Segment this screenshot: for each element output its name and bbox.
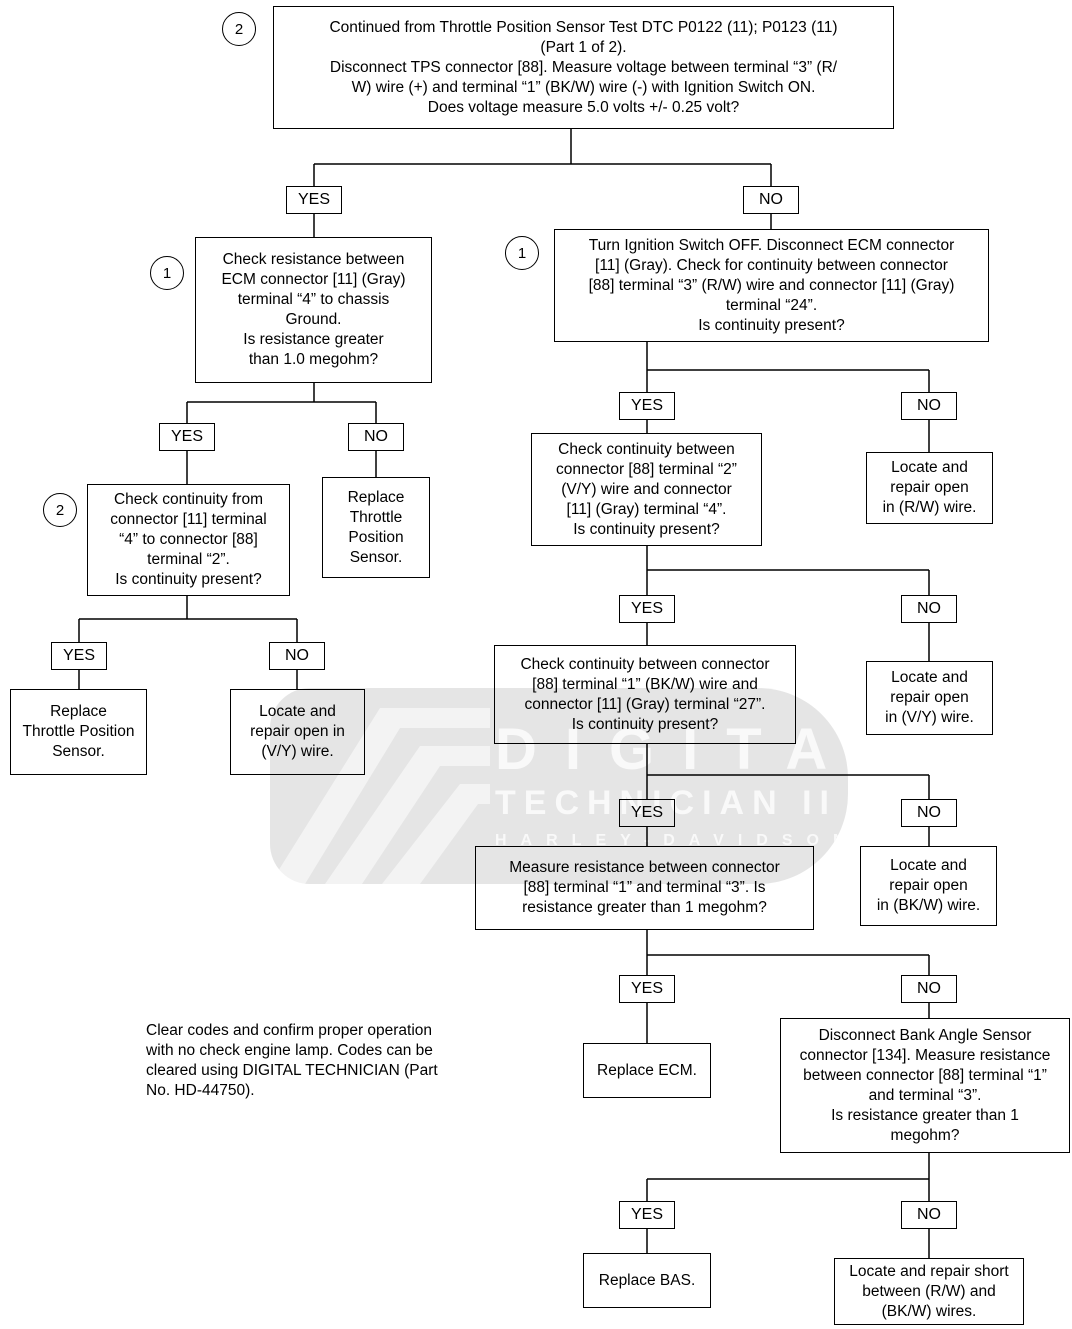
check-continuity-11-88-box: Check continuity from connector [11] ter…: [87, 484, 290, 596]
yes-label-resistance-measure: YES: [619, 975, 675, 1003]
turn-ignition-off-box: Turn Ignition Switch OFF. Disconnect ECM…: [554, 229, 989, 342]
no-label-ignition: NO: [901, 392, 957, 420]
replace-bas-box: Replace BAS.: [583, 1253, 711, 1308]
repair-vy-left-box: Locate and repair open in (V/Y) wire.: [230, 689, 365, 775]
repair-short-box: Locate and repair short between (R/W) an…: [834, 1258, 1024, 1325]
yes-label-vy: YES: [619, 595, 675, 623]
check-resistance-ecm-box: Check resistance between ECM connector […: [195, 237, 432, 383]
measure-resistance-box: Measure resistance between connector [88…: [475, 846, 814, 930]
disconnect-bas-box: Disconnect Bank Angle Sensor connector […: [780, 1018, 1070, 1153]
replace-ecm-box: Replace ECM.: [583, 1043, 711, 1098]
check-continuity-vy-box: Check continuity between connector [88] …: [531, 433, 762, 546]
watermark-line-2: TECHNICIAN II: [495, 784, 837, 822]
no-label-resistance: NO: [348, 423, 404, 451]
no-label-continuity-left: NO: [269, 642, 325, 670]
step-circle-top: 2: [222, 12, 256, 46]
no-label-resistance-measure: NO: [901, 975, 957, 1003]
yes-label-bas: YES: [619, 1201, 675, 1229]
step-circle-no-branch: 1: [505, 236, 539, 270]
no-label-first: NO: [743, 186, 799, 214]
replace-tps-box-long: Replace Throttle Position Sensor.: [10, 689, 147, 775]
repair-bkw-box: Locate and repair open in (BK/W) wire.: [860, 846, 997, 926]
yes-label-first: YES: [286, 186, 342, 214]
watermark-line-3: HARLEY-DAVIDSON: [495, 832, 848, 849]
repair-rw-box: Locate and repair open in (R/W) wire.: [866, 452, 993, 524]
yes-label-continuity-left: YES: [51, 642, 107, 670]
watermark-logo: DIGITAL TECHNICIAN II HARLEY-DAVIDSON: [270, 688, 848, 884]
clear-codes-note: Clear codes and confirm proper operation…: [146, 1022, 438, 1099]
replace-tps-box-short: Replace Throttle Position Sensor.: [322, 477, 430, 578]
step-circle-continuity-check: 2: [43, 493, 77, 527]
check-continuity-bkw-box: Check continuity between connector [88] …: [494, 645, 796, 744]
watermark-stripe-graphic: [270, 708, 490, 884]
step-circle-yes-branch: 1: [150, 256, 184, 290]
yes-label-ignition: YES: [619, 392, 675, 420]
watermark-line-1: DIGITAL: [495, 717, 848, 782]
no-label-vy: NO: [901, 595, 957, 623]
start-box: Continued from Throttle Position Sensor …: [273, 6, 894, 129]
no-label-bkw: NO: [901, 799, 957, 827]
repair-vy-right-box: Locate and repair open in (V/Y) wire.: [866, 661, 993, 735]
yes-label-resistance: YES: [159, 423, 215, 451]
yes-label-bkw: YES: [619, 799, 675, 827]
no-label-bas: NO: [901, 1201, 957, 1229]
